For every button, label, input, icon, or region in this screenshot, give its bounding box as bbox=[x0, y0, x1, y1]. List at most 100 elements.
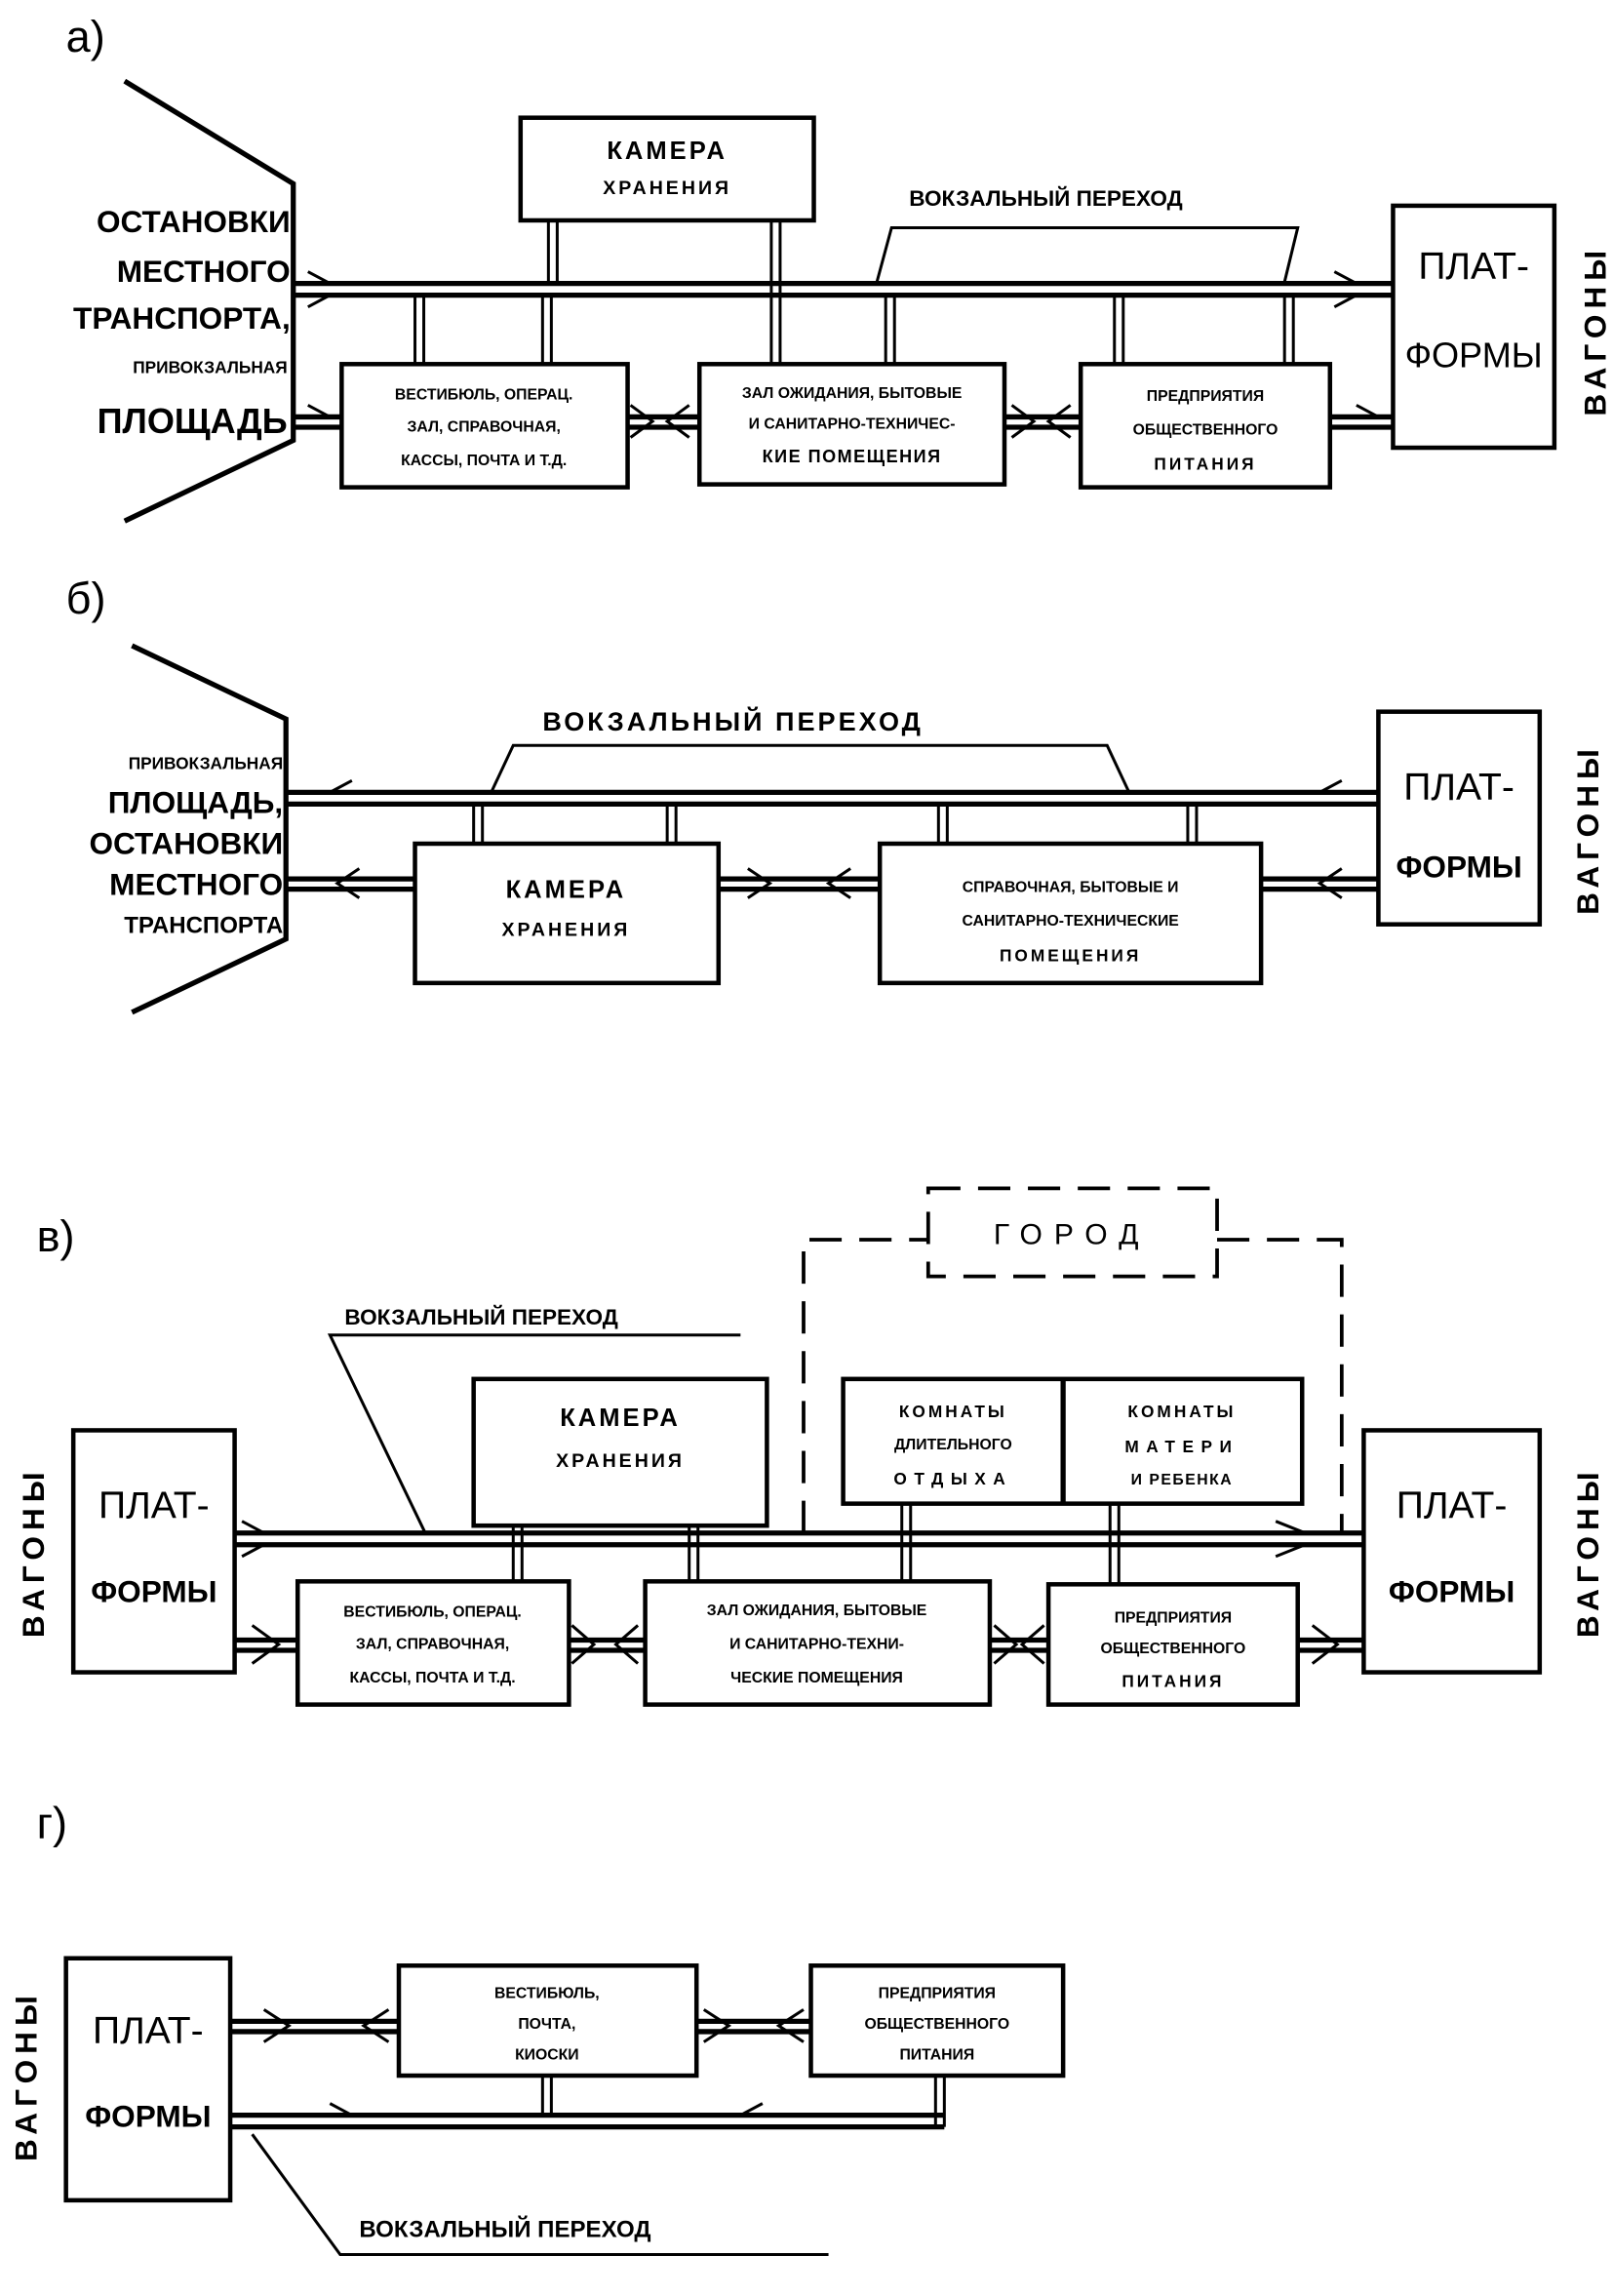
svg-text:ПЛАТ-: ПЛАТ- bbox=[1397, 1485, 1508, 1527]
svg-text:ЗАЛ ОЖИДАНИЯ, БЫТОВЫЕ: ЗАЛ ОЖИДАНИЯ, БЫТОВЫЕ bbox=[742, 385, 963, 402]
svg-text:ХРАНЕНИЯ: ХРАНЕНИЯ bbox=[603, 178, 731, 199]
svg-text:ВЕСТИБЮЛЬ, ОПЕРАЦ.: ВЕСТИБЮЛЬ, ОПЕРАЦ. bbox=[395, 386, 573, 403]
passage-label: ВОКЗАЛЬНЫЙ ПЕРЕХОД bbox=[344, 1305, 617, 1329]
storage-box: КАМЕРА ХРАНЕНИЯ bbox=[471, 1376, 769, 1528]
svg-text:ПРЕДПРИЯТИЯ: ПРЕДПРИЯТИЯ bbox=[1147, 388, 1264, 405]
square-boundary bbox=[123, 78, 296, 524]
svg-text:И САНИТАРНО-ТЕХНИ-: И САНИТАРНО-ТЕХНИ- bbox=[729, 1636, 904, 1652]
vestibule-box: ВЕСТИБЮЛЬ, ОПЕРАЦ. ЗАЛ, СПРАВОЧНАЯ, КАСС… bbox=[295, 1579, 571, 1707]
wagons-label: ВАГОНЫ bbox=[1577, 245, 1612, 416]
catering-box: ПРЕДПРИЯТИЯ ОБЩЕСТВЕННОГО ПИТАНИЯ bbox=[808, 1963, 1066, 2078]
svg-text:ОБЩЕСТВЕННОГО: ОБЩЕСТВЕННОГО bbox=[864, 2016, 1009, 2033]
svg-text:САНИТАРНО-ТЕХНИЧЕСКИЕ: САНИТАРНО-ТЕХНИЧЕСКИЕ bbox=[962, 913, 1178, 930]
platforms-box: ПЛАТ- ФОРМЫ bbox=[63, 1956, 233, 2203]
svg-text:ПИТАНИЯ: ПИТАНИЯ bbox=[899, 2047, 974, 2064]
svg-text:ЗАЛ ОЖИДАНИЯ, БЫТОВЫЕ: ЗАЛ ОЖИДАНИЯ, БЫТОВЫЕ bbox=[707, 1603, 927, 1619]
square-boundary bbox=[131, 643, 289, 1015]
passage-label: ВОКЗАЛЬНЫЙ ПЕРЕХОД bbox=[542, 705, 924, 736]
svg-text:КАМЕРА: КАМЕРА bbox=[607, 138, 728, 165]
svg-text:МАТЕРИ: МАТЕРИ bbox=[1124, 1437, 1239, 1456]
svg-text:ДЛИТЕЛЬНОГО: ДЛИТЕЛЬНОГО bbox=[894, 1437, 1012, 1453]
vestibule-box: ВЕСТИБЮЛЬ, ПОЧТА, КИОСКИ bbox=[396, 1963, 699, 2078]
svg-text:ВЕСТИБЮЛЬ,: ВЕСТИБЮЛЬ, bbox=[494, 1985, 600, 2001]
leader-line bbox=[490, 743, 1131, 794]
svg-text:ОБЩЕСТВЕННОГО: ОБЩЕСТВЕННОГО bbox=[1133, 421, 1279, 438]
storage-box: КАМЕРА ХРАНЕНИЯ bbox=[413, 841, 722, 986]
svg-text:КИОСКИ: КИОСКИ bbox=[515, 2047, 579, 2064]
svg-text:ПЛОЩАДЬ: ПЛОЩАДЬ bbox=[98, 401, 288, 441]
platforms-box-right: ПЛАТ- ФОРМЫ bbox=[1361, 1428, 1543, 1675]
svg-text:МЕСТНОГО: МЕСТНОГО bbox=[109, 867, 283, 902]
svg-text:И РЕБЕНКА: И РЕБЕНКА bbox=[1131, 1472, 1234, 1488]
svg-text:ОБЩЕСТВЕННОГО: ОБЩЕСТВЕННОГО bbox=[1101, 1641, 1246, 1657]
svg-text:ПРИВОКЗАЛЬНАЯ: ПРИВОКЗАЛЬНАЯ bbox=[129, 753, 284, 772]
svg-text:КАССЫ, ПОЧТА И Т.Д.: КАССЫ, ПОЧТА И Т.Д. bbox=[401, 453, 567, 469]
svg-text:ВЕСТИБЮЛЬ, ОПЕРАЦ.: ВЕСТИБЮЛЬ, ОПЕРАЦ. bbox=[343, 1603, 522, 1620]
platforms-box-left: ПЛАТ- ФОРМЫ bbox=[70, 1428, 237, 1675]
svg-text:ТРАНСПОРТА: ТРАНСПОРТА bbox=[124, 913, 283, 939]
svg-text:КИЕ ПОМЕЩЕНИЯ: КИЕ ПОМЕЩЕНИЯ bbox=[763, 447, 942, 466]
svg-text:ПРИВОКЗАЛЬНАЯ: ПРИВОКЗАЛЬНАЯ bbox=[133, 357, 287, 376]
svg-text:ФОРМЫ: ФОРМЫ bbox=[1389, 1573, 1515, 1608]
svg-text:ПЛОЩАДЬ,: ПЛОЩАДЬ, bbox=[108, 784, 283, 819]
rooms-box: КОМНАТЫ ДЛИТЕЛЬНОГО ОТДЫХА КОМНАТЫ МАТЕР… bbox=[841, 1376, 1305, 1506]
svg-text:ПЛАТ-: ПЛАТ- bbox=[93, 2010, 204, 2052]
wagons-label-left: ВАГОНЫ bbox=[16, 1466, 51, 1638]
vestibule-box: ВЕСТИБЮЛЬ, ОПЕРАЦ. ЗАЛ, СПРАВОЧНАЯ, КАСС… bbox=[339, 362, 630, 490]
panel-c: в) ГОРОД ВОКЗАЛЬНЫЙ ПЕРЕХОД КАМЕРА ХРАНЕ… bbox=[16, 1186, 1605, 1707]
city-box: ГОРОД bbox=[925, 1186, 1219, 1279]
leader-line bbox=[251, 2133, 829, 2256]
leader-line bbox=[875, 225, 1300, 283]
panel-label: г) bbox=[37, 1798, 67, 1847]
svg-text:ЧЕСКИЕ ПОМЕЩЕНИЯ: ЧЕСКИЕ ПОМЕЩЕНИЯ bbox=[730, 1670, 903, 1686]
passage-label: ВОКЗАЛЬНЫЙ ПЕРЕХОД bbox=[359, 2215, 650, 2242]
svg-text:СПРАВОЧНАЯ, БЫТОВЫЕ И: СПРАВОЧНАЯ, БЫТОВЫЕ И bbox=[963, 880, 1179, 896]
svg-text:И САНИТАРНО-ТЕХНИЧЕС-: И САНИТАРНО-ТЕХНИЧЕС- bbox=[749, 416, 956, 432]
passage-label: ВОКЗАЛЬНЫЙ ПЕРЕХОД bbox=[909, 186, 1182, 211]
svg-text:ПОМЕЩЕНИЯ: ПОМЕЩЕНИЯ bbox=[1000, 945, 1141, 965]
svg-text:КОМНАТЫ: КОМНАТЫ bbox=[899, 1402, 1007, 1421]
wagons-label: ВАГОНЫ bbox=[9, 1990, 44, 2161]
leader-line bbox=[327, 1333, 741, 1534]
svg-text:КАМЕРА: КАМЕРА bbox=[506, 877, 627, 904]
panel-label: б) bbox=[66, 574, 106, 623]
svg-text:ПЛАТ-: ПЛАТ- bbox=[1418, 246, 1529, 288]
svg-text:ПОЧТА,: ПОЧТА, bbox=[518, 2016, 575, 2033]
svg-text:МЕСТНОГО: МЕСТНОГО bbox=[117, 254, 291, 289]
panel-label: в) bbox=[37, 1211, 75, 1261]
svg-text:ПРЕДПРИЯТИЯ: ПРЕДПРИЯТИЯ bbox=[879, 1985, 996, 2001]
city-access-boundary bbox=[802, 1238, 1344, 1533]
catering-box: ПРЕДПРИЯТИЯ ОБЩЕСТВЕННОГО ПИТАНИЯ bbox=[1045, 1582, 1300, 1707]
svg-text:ЗАЛ, СПРАВОЧНАЯ,: ЗАЛ, СПРАВОЧНАЯ, bbox=[356, 1636, 509, 1652]
wagons-label: ВАГОНЫ bbox=[1570, 743, 1605, 915]
platforms-box: ПЛАТ- ФОРМЫ bbox=[1376, 709, 1543, 927]
waiting-hall-box: ЗАЛ ОЖИДАНИЯ, БЫТОВЫЕ И САНИТАРНО-ТЕХНИЧ… bbox=[696, 362, 1007, 487]
left-area-text: ОСТАНОВКИ МЕСТНОГО ТРАНСПОРТА, ПРИВОКЗАЛ… bbox=[73, 204, 291, 441]
svg-text:ФОРМЫ: ФОРМЫ bbox=[91, 1573, 216, 1608]
svg-text:ПЛАТ-: ПЛАТ- bbox=[98, 1485, 210, 1527]
panel-d: г) ВЕСТИБЮЛЬ, ПОЧТА, КИОСКИ ПРЕДПРИЯТИЯ … bbox=[9, 1798, 1066, 2256]
wagons-label-right: ВАГОНЫ bbox=[1570, 1466, 1605, 1638]
svg-text:ГОРОД: ГОРОД bbox=[994, 1218, 1151, 1250]
svg-text:ФОРМЫ: ФОРМЫ bbox=[85, 2099, 211, 2134]
svg-text:ПРЕДПРИЯТИЯ: ПРЕДПРИЯТИЯ bbox=[1115, 1609, 1232, 1626]
panel-b: б) ПРИВОКЗАЛЬНАЯ ПЛОЩАДЬ, ОСТАНОВКИ МЕСТ… bbox=[66, 574, 1605, 1015]
svg-text:ПЛАТ-: ПЛАТ- bbox=[1403, 767, 1515, 809]
svg-text:ФОРМЫ: ФОРМЫ bbox=[1396, 850, 1521, 885]
svg-text:ОСТАНОВКИ: ОСТАНОВКИ bbox=[89, 826, 283, 861]
svg-text:ОСТАНОВКИ: ОСТАНОВКИ bbox=[97, 204, 291, 239]
left-area-text: ПРИВОКЗАЛЬНАЯ ПЛОЩАДЬ, ОСТАНОВКИ МЕСТНОГ… bbox=[89, 753, 283, 938]
svg-text:ПИТАНИЯ: ПИТАНИЯ bbox=[1154, 455, 1256, 474]
svg-text:ХРАНЕНИЯ: ХРАНЕНИЯ bbox=[556, 1450, 685, 1472]
svg-text:КОМНАТЫ: КОМНАТЫ bbox=[1127, 1402, 1236, 1421]
svg-text:ФОРМЫ: ФОРМЫ bbox=[1405, 335, 1543, 375]
svg-text:ОТДЫХА: ОТДЫХА bbox=[893, 1469, 1012, 1488]
svg-text:ТРАНСПОРТА,: ТРАНСПОРТА, bbox=[73, 300, 291, 336]
platforms-box: ПЛАТ- ФОРМЫ bbox=[1391, 203, 1557, 451]
svg-text:КАССЫ, ПОЧТА И Т.Д.: КАССЫ, ПОЧТА И Т.Д. bbox=[349, 1670, 515, 1686]
svg-text:ХРАНЕНИЯ: ХРАНЕНИЯ bbox=[501, 920, 630, 941]
catering-box: ПРЕДПРИЯТИЯ ОБЩЕСТВЕННОГО ПИТАНИЯ bbox=[1078, 362, 1333, 490]
svg-text:КАМЕРА: КАМЕРА bbox=[560, 1405, 681, 1432]
waiting-hall-box: ЗАЛ ОЖИДАНИЯ, БЫТОВЫЕ И САНИТАРНО-ТЕХНИ-… bbox=[643, 1579, 993, 1707]
